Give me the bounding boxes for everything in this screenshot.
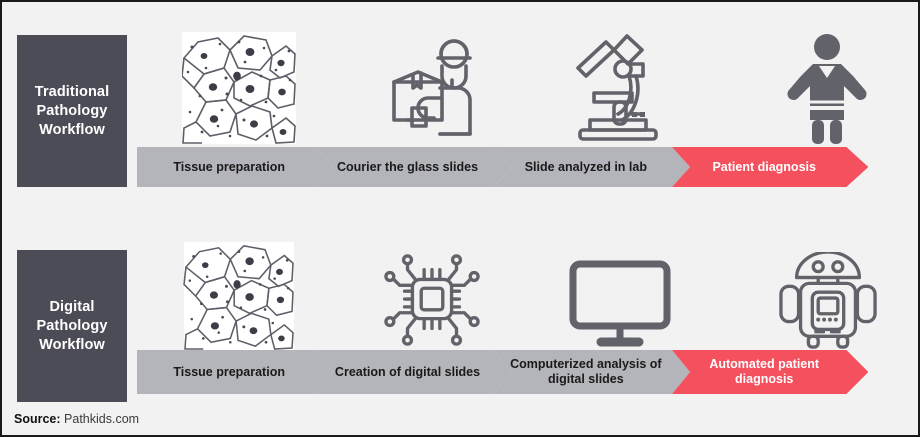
row-label-digital-line2: Pathology [36, 317, 108, 334]
row-label-digital-line1: Digital [49, 298, 95, 315]
workflow-band-traditional: Tissue preparation Courier the glass sli… [137, 147, 907, 187]
icon-tissue-histology-top [180, 32, 298, 144]
row-label-traditional-line3: Workflow [39, 121, 105, 138]
step-traditional-2-label: Courier the glass slides [337, 159, 479, 174]
step-digital-3-label: Computerized analysis of digital slides [510, 357, 662, 386]
step-traditional-2[interactable]: Courier the glass slides [315, 147, 511, 187]
row-label-digital-line3: Workflow [39, 336, 105, 353]
step-digital-2-label: Creation of digital slides [334, 364, 481, 379]
icon-patient-person [772, 30, 882, 144]
icon-microchip [374, 250, 490, 350]
step-traditional-3[interactable]: Slide analyzed in lab [494, 147, 690, 187]
step-traditional-1-label: Tissue preparation [173, 159, 285, 174]
step-digital-1[interactable]: Tissue preparation [137, 350, 333, 394]
step-digital-2[interactable]: Creation of digital slides [315, 350, 511, 394]
source-label: Source: [14, 412, 61, 426]
icon-tissue-histology-bottom [180, 242, 298, 350]
step-digital-1-label: Tissue preparation [173, 364, 285, 379]
icon-computer-monitor [562, 254, 678, 350]
step-traditional-1[interactable]: Tissue preparation [137, 147, 333, 187]
step-digital-3[interactable]: Computerized analysis of digital slides [494, 350, 690, 394]
step-traditional-4[interactable]: Patient diagnosis [672, 147, 868, 187]
step-traditional-4-label: Patient diagnosis [712, 159, 816, 174]
icon-microscope [567, 28, 677, 144]
row-label-traditional: Traditional Pathology Workflow [17, 35, 127, 187]
row-label-traditional-line1: Traditional [34, 83, 110, 100]
source-value: Pathkids.com [64, 412, 140, 426]
icon-courier-delivery [377, 34, 487, 144]
row-label-digital: Digital Pathology Workflow [17, 250, 127, 402]
step-digital-4-label: Automated patient diagnosis [709, 357, 820, 386]
source-attribution: Source: Pathkids.com [14, 412, 139, 426]
step-traditional-3-label: Slide analyzed in lab [524, 159, 647, 174]
row-label-traditional-line2: Pathology [36, 102, 108, 119]
step-digital-4[interactable]: Automated patient diagnosis [672, 350, 868, 394]
workflow-band-digital: Tissue preparation Creation of digital s… [137, 350, 907, 394]
icon-robot [770, 250, 886, 350]
